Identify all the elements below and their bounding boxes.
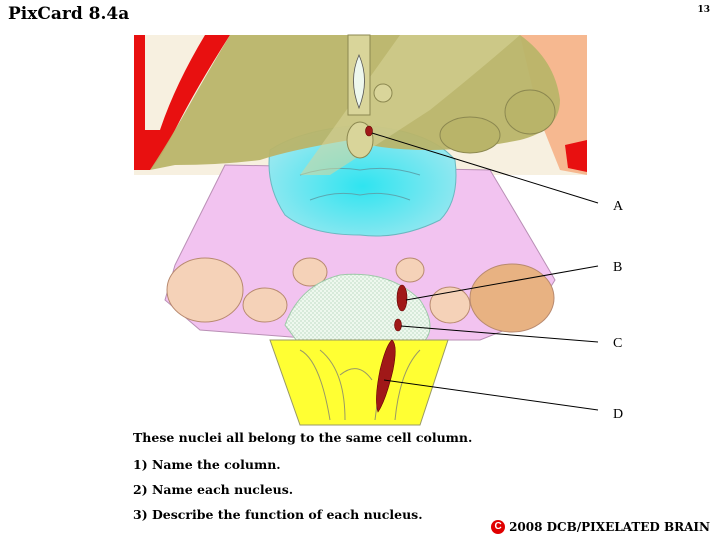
label-c: C bbox=[613, 336, 622, 351]
leader-line-b bbox=[405, 265, 599, 301]
yellow-pyramids bbox=[269, 339, 449, 426]
copyright-text: 2008 DCB/PIXELATED BRAIN bbox=[509, 520, 710, 534]
left-inner-gap bbox=[145, 35, 205, 130]
leader-line-d bbox=[383, 379, 599, 411]
leader-line-a bbox=[371, 132, 599, 204]
card-title: PixCard 8.4a bbox=[8, 4, 130, 24]
copyright-footer: C 2008 DCB/PIXELATED BRAIN bbox=[491, 520, 710, 534]
right-red-spot bbox=[565, 140, 587, 172]
label-d: D bbox=[613, 407, 623, 422]
dotted-tegmentum bbox=[284, 273, 431, 346]
label-b: B bbox=[613, 260, 622, 275]
page-number: 13 bbox=[697, 5, 710, 15]
question-intro: These nuclei all belong to the same cell… bbox=[133, 430, 473, 445]
leader-line-c bbox=[400, 325, 599, 343]
nucleus-b bbox=[396, 284, 408, 312]
question-3: 3) Describe the function of each nucleus… bbox=[133, 507, 423, 522]
nucleus-a bbox=[365, 125, 373, 137]
copyright-icon: C bbox=[491, 520, 506, 534]
question-1: 1) Name the column. bbox=[133, 457, 281, 472]
question-2: 2) Name each nucleus. bbox=[133, 482, 294, 497]
nucleus-d bbox=[376, 339, 396, 413]
nucleus-c bbox=[394, 318, 402, 332]
label-a: A bbox=[613, 199, 624, 214]
